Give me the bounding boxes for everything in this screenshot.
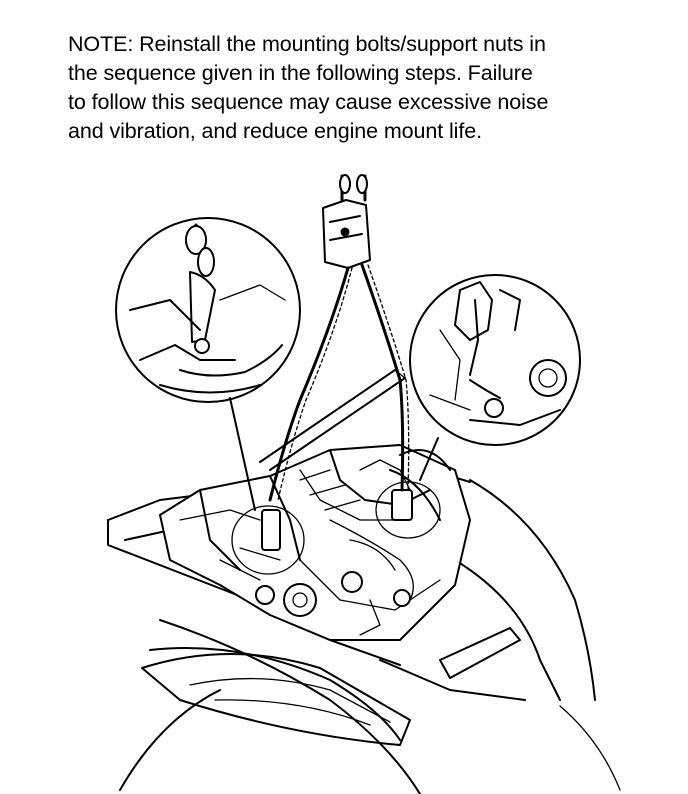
- note-line-2: the sequence given in the following step…: [68, 61, 533, 85]
- note-line-3: to follow this sequence may cause excess…: [68, 90, 549, 114]
- note-line-1: NOTE: Reinstall the mounting bolts/suppo…: [68, 32, 546, 56]
- engine-icon: [159, 444, 471, 641]
- detail-magnifier-icon: [375, 274, 581, 539]
- note-text: NOTE: Reinstall the mounting bolts/suppo…: [68, 30, 668, 146]
- note-line-4: and vibration, and reduce engine mount l…: [68, 119, 482, 143]
- illustration-svg: [107, 174, 621, 794]
- engine-support-illustration: [0, 160, 688, 794]
- lifting-chain-icon: [259, 174, 410, 502]
- detail-magnifier-icon: [115, 217, 305, 575]
